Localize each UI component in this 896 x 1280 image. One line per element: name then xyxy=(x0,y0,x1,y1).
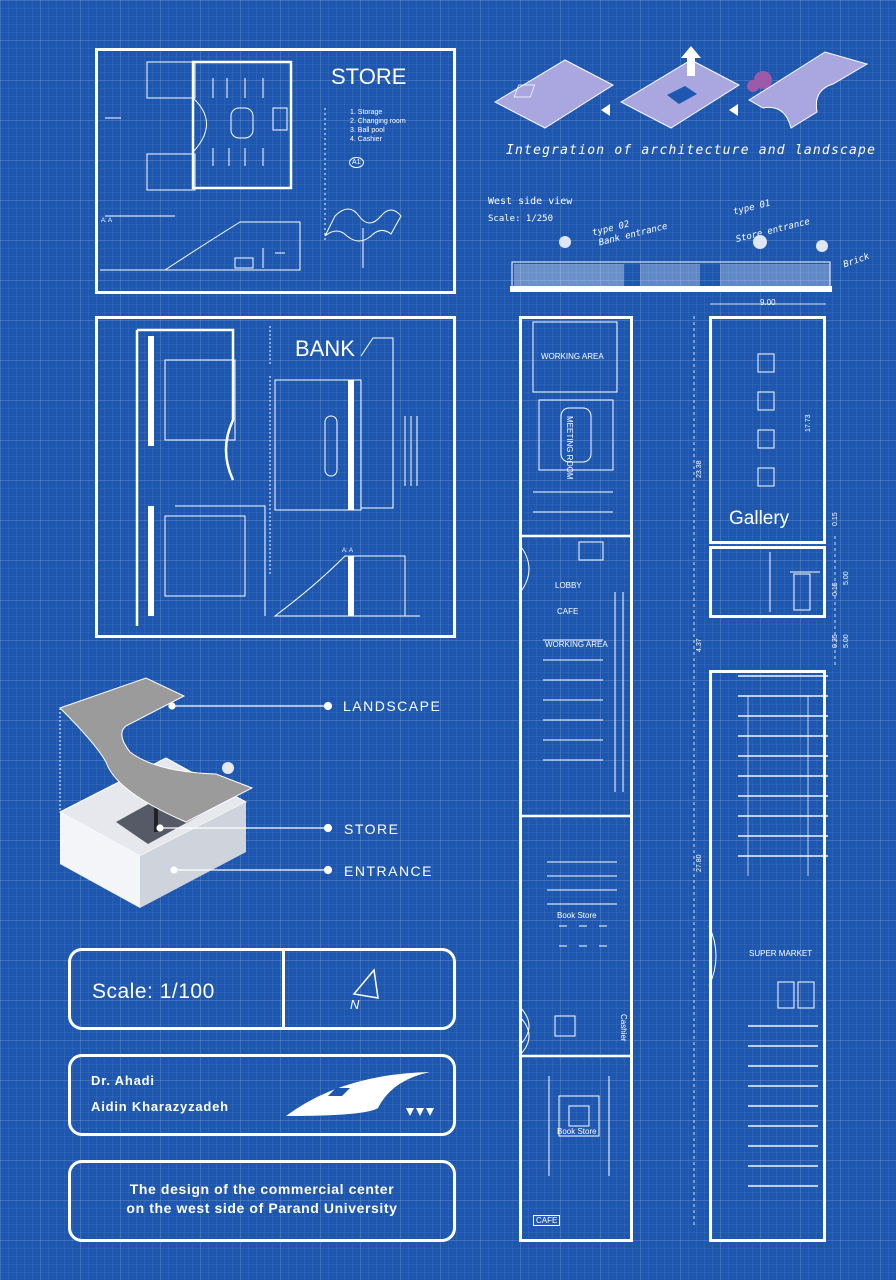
dim-small-5: 5.00 xyxy=(843,634,850,648)
room-cashier: Cashier xyxy=(619,1014,628,1042)
bank-title: BANK xyxy=(295,336,355,361)
bank-plan-drawing xyxy=(135,326,420,626)
dim-small-3: 0.15 xyxy=(832,582,839,596)
plan-right-drawing xyxy=(693,303,836,1226)
dim-top: 9.00 xyxy=(760,298,776,307)
dim-small-2: 5.00 xyxy=(843,571,850,585)
axon-leader-lines xyxy=(156,701,333,875)
store-title: STORE xyxy=(331,64,407,89)
store-legend-item: 4. Cashier xyxy=(350,136,382,143)
plan-right-services xyxy=(709,546,826,618)
west-view-title: West side view xyxy=(488,196,573,207)
plan-left-block xyxy=(519,316,633,1242)
axon-label-entrance: ENTRANCE xyxy=(344,863,434,879)
credits-box xyxy=(68,1054,456,1136)
project-title: The design of the commercial center on t… xyxy=(68,1180,456,1218)
room-working-area: WORKING AREA xyxy=(545,640,608,649)
room-meeting: MEETING ROOM xyxy=(565,416,574,480)
author-name: Aidin Kharazyzadeh xyxy=(91,1099,229,1114)
plan-right-gallery xyxy=(709,316,826,544)
store-plan-drawing xyxy=(100,60,402,271)
project-title-line1: The design of the commercial center xyxy=(129,1181,395,1197)
west-view-brick: Brick xyxy=(842,251,871,271)
room-working-area-top: WORKING AREA xyxy=(541,352,604,361)
store-legend: 1. Storage 2. Changing room 3. Ball pool… xyxy=(350,108,406,144)
concept-diagram xyxy=(493,46,869,129)
room-book-store-1: Book Store xyxy=(557,911,597,920)
store-a1-tag: A1 xyxy=(349,157,364,168)
west-view-type01: type 01 xyxy=(732,198,772,218)
axon-label-store: STORE xyxy=(344,821,400,837)
west-view-scale: Scale: 1/250 xyxy=(488,214,554,224)
room-gallery: Gallery xyxy=(729,508,790,529)
scale-box-divider xyxy=(282,948,285,1030)
store-legend-item: 3. Ball pool xyxy=(350,127,385,134)
axon-label-landscape: LANDSCAPE xyxy=(343,698,442,714)
dim-side-1: 17.73 xyxy=(805,414,812,432)
plan-right-market xyxy=(709,670,826,1242)
north-arrow-icon xyxy=(352,968,379,999)
store-section-label: A: A xyxy=(101,218,113,224)
plan-left-drawing xyxy=(518,321,633,1176)
dim-side-2: 23.38 xyxy=(696,460,703,478)
store-legend-item: 1. Storage xyxy=(350,109,383,116)
logo-icon xyxy=(286,1072,434,1116)
west-elevation-drawing xyxy=(510,235,832,292)
store-panel xyxy=(95,48,456,294)
north-label: N xyxy=(350,997,360,1012)
project-title-line2: on the west side of Parand University xyxy=(126,1200,398,1216)
dim-side-3: 27.80 xyxy=(696,854,703,872)
project-title-box xyxy=(68,1160,456,1242)
store-legend-item: 2. Changing room xyxy=(350,118,406,125)
room-cafe: CAFE xyxy=(557,607,579,616)
dim-small-4: 0.25 xyxy=(832,634,839,648)
room-lobby: LOBBY xyxy=(555,581,582,590)
room-book-store-2: Book Store xyxy=(557,1127,597,1136)
room-cafe-bottom: CAFE xyxy=(533,1215,561,1226)
dim-side-4: 4.37 xyxy=(696,638,703,652)
bank-panel xyxy=(95,316,456,638)
supervisor-name: Dr. Ahadi xyxy=(91,1073,155,1088)
bank-section-label: A: A xyxy=(342,548,354,554)
concept-caption: Integration of architecture and landscap… xyxy=(506,143,877,158)
scale-text: Scale: 1/100 xyxy=(92,980,215,1003)
dim-small-1: 0.15 xyxy=(832,512,839,526)
room-super-market: SUPER MARKET xyxy=(749,949,813,958)
scale-box xyxy=(68,948,456,1030)
